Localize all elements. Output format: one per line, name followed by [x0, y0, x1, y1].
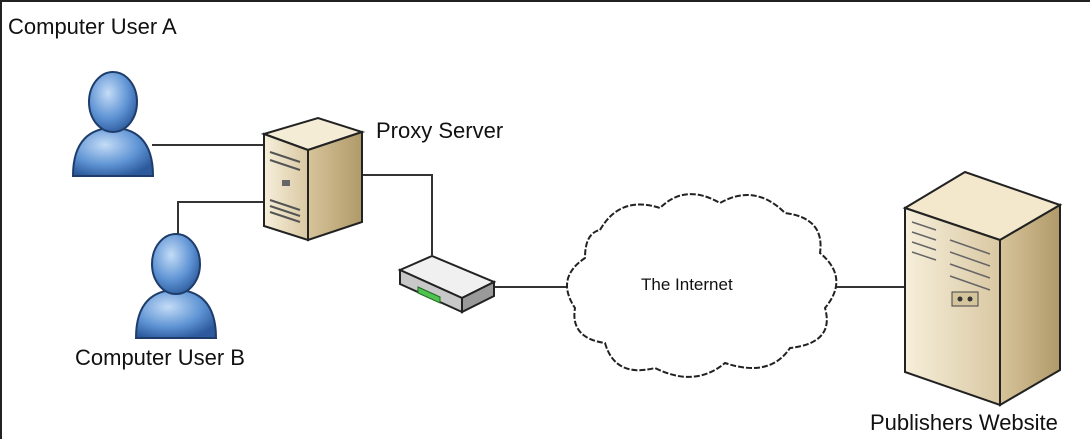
link-user-b-proxy [177, 201, 268, 240]
user-icon [134, 233, 218, 339]
publisher-label: Publishers Website [870, 410, 1058, 435]
router-icon [397, 254, 497, 314]
internet-label: The Internet [641, 275, 733, 294]
link-proxy-router [362, 174, 433, 255]
connection-lines [152, 144, 905, 288]
server-cabinet-icon [902, 170, 1063, 407]
user-a-label: Computer User A [8, 14, 177, 39]
server-tower-icon [260, 116, 366, 242]
cloud-icon [566, 193, 838, 378]
user-icon [71, 71, 155, 177]
proxy-server-label: Proxy Server [376, 118, 504, 143]
user-b-label: Computer User B [75, 345, 245, 370]
